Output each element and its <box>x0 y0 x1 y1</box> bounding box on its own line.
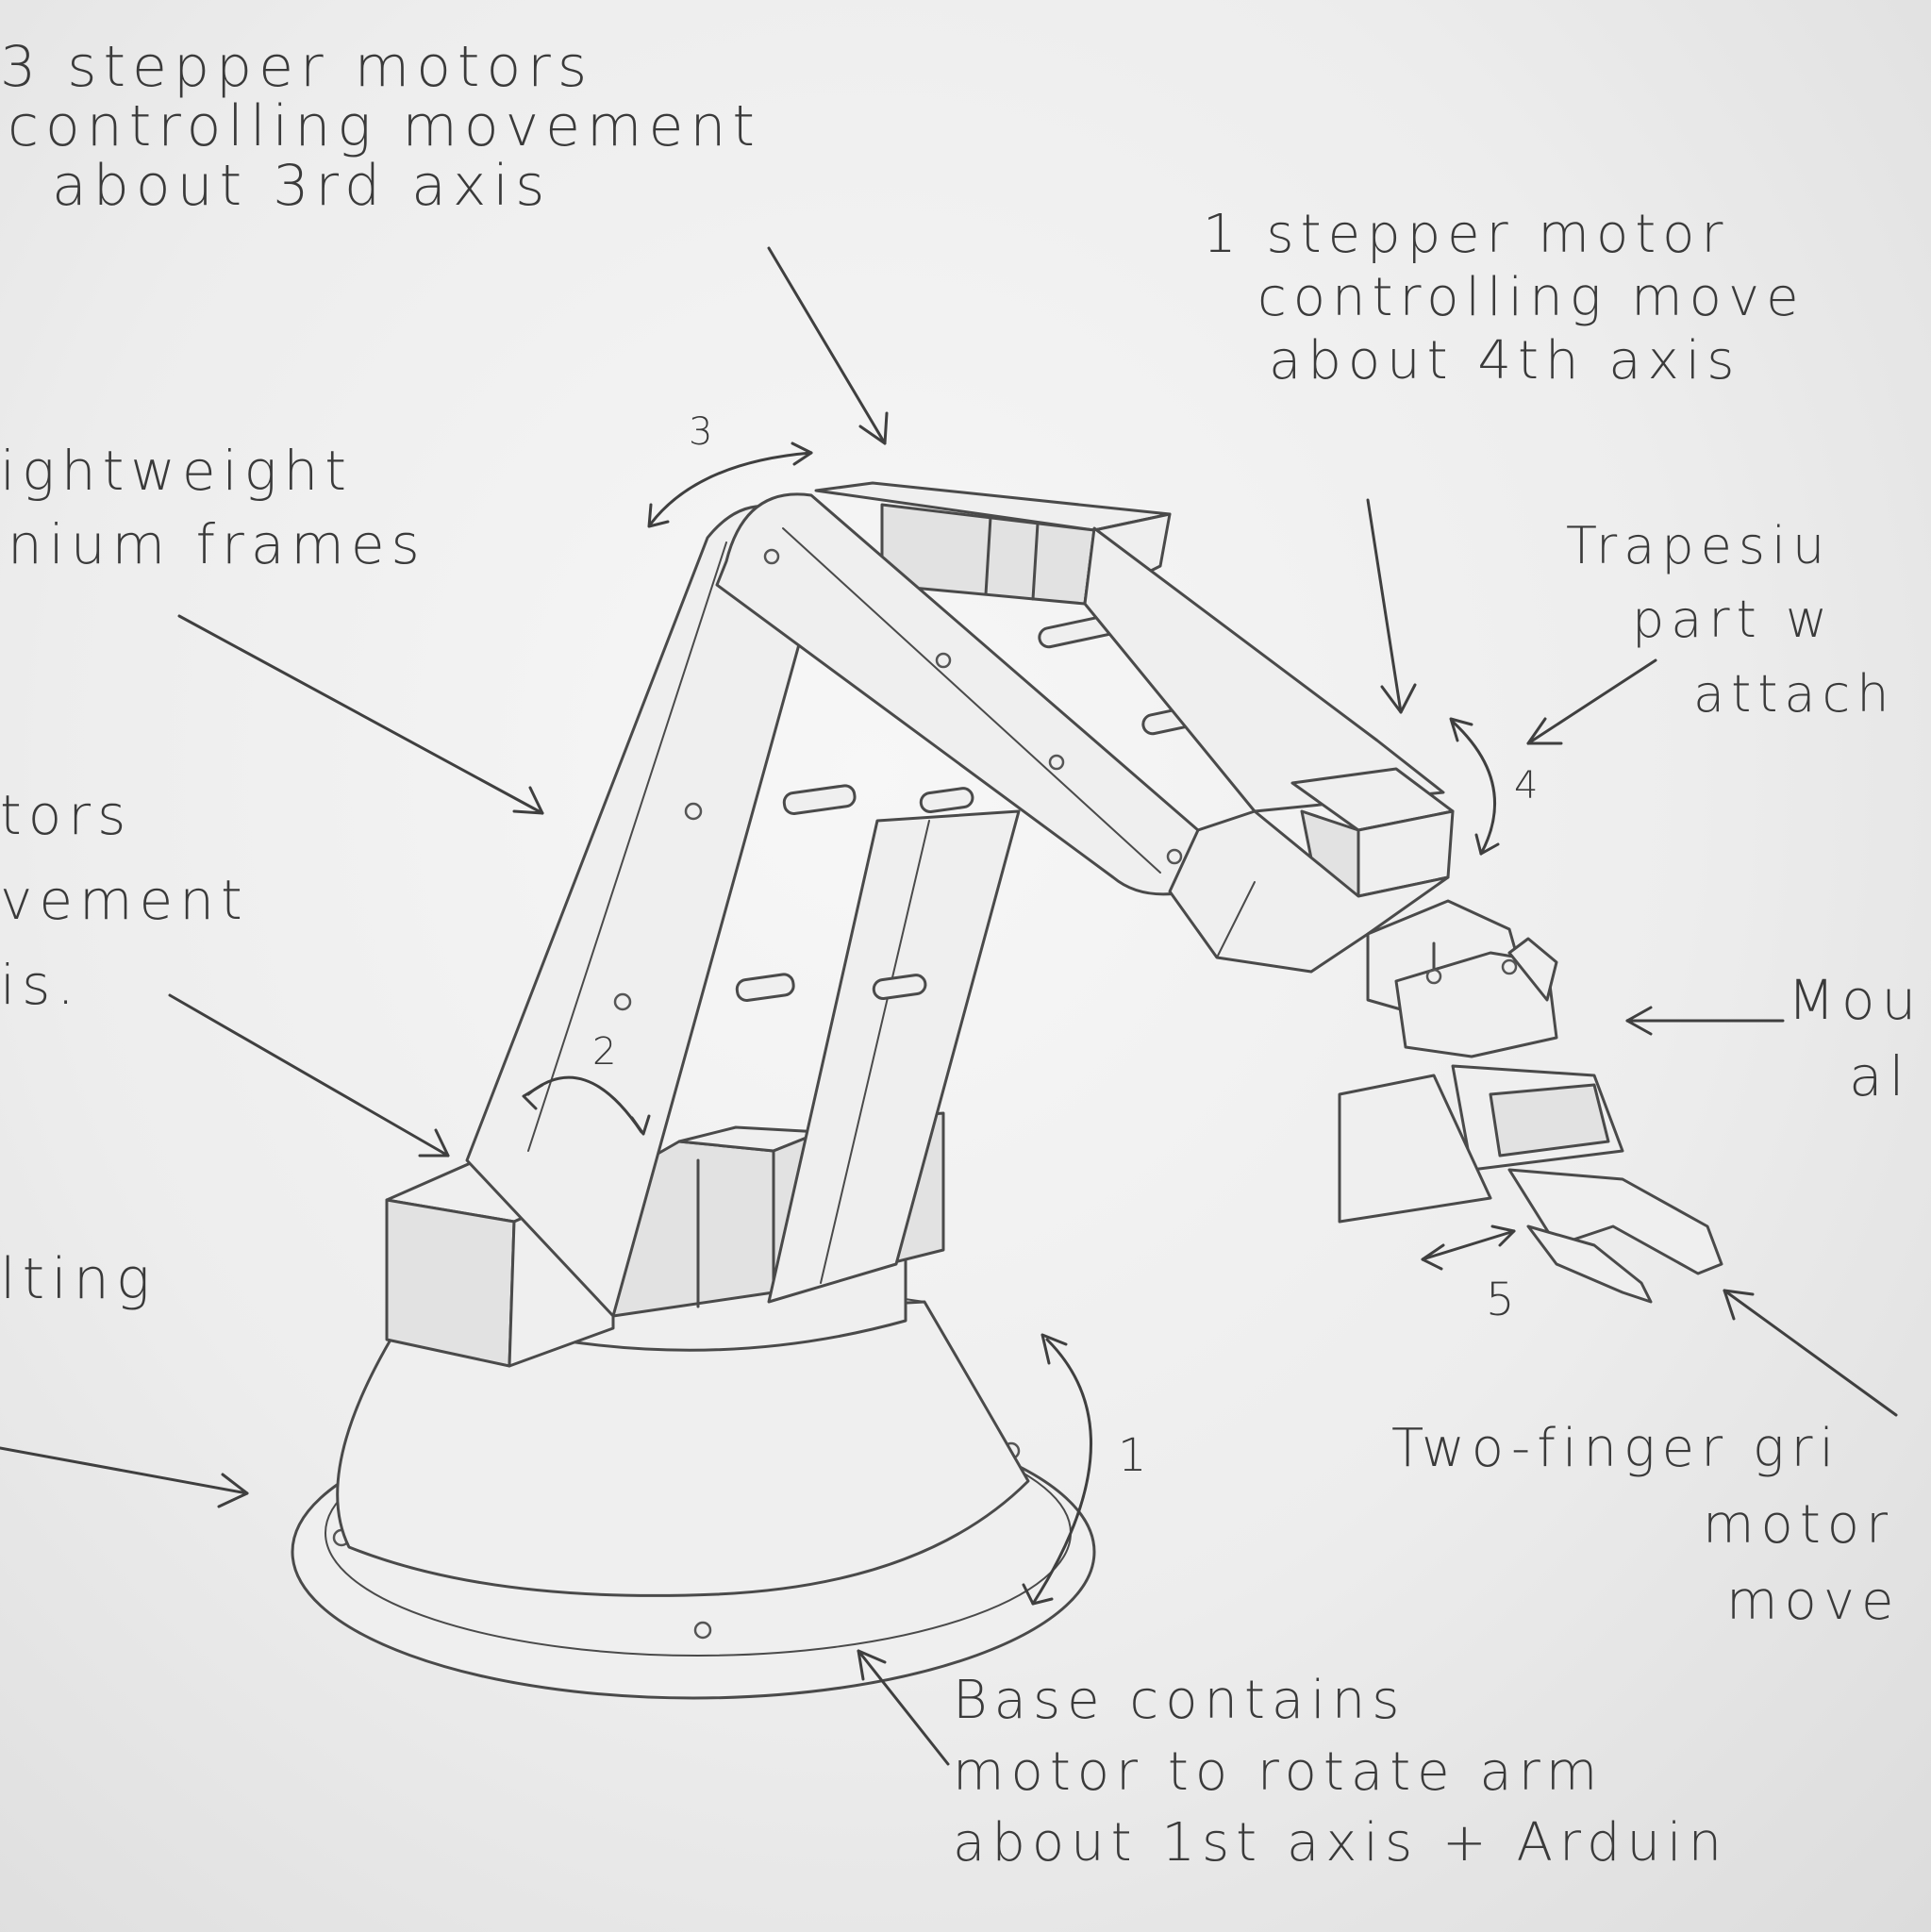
label-mount-line-2: al <box>1849 1039 1923 1115</box>
label-stepper-1-line-1: 1 stepper motor <box>1203 203 1806 266</box>
label-stepper-3-line-1: 3 stepper motors <box>0 38 761 97</box>
leader-mount <box>1627 1008 1783 1034</box>
label-base: Base contains motor to rotate arm about … <box>953 1665 1728 1879</box>
axis-number-1: 1 <box>1118 1429 1147 1482</box>
label-motors-left: tors vement is. <box>0 774 249 1028</box>
label-bolting: lting <box>0 1250 157 1309</box>
label-trapesium-line-2: part w <box>1632 583 1895 657</box>
label-stepper-3-line-2: controlling movement <box>8 97 761 157</box>
label-motors-left-line-2: vement <box>0 858 249 943</box>
leader-stepper-3 <box>769 248 887 443</box>
axis-number-3: 3 <box>689 410 712 454</box>
label-base-line-1: Base contains <box>953 1665 1728 1737</box>
label-trapesium-line-3: attach <box>1693 658 1895 731</box>
leader-bolting <box>0 1448 247 1507</box>
label-stepper-1-line-2: controlling move <box>1257 266 1806 329</box>
label-two-finger-line-1: Two-finger gri <box>1391 1410 1900 1487</box>
axis-5-arrow <box>1423 1226 1514 1269</box>
label-two-finger-line-2: motor <box>1703 1487 1900 1563</box>
label-two-finger-line-3: move <box>1726 1563 1900 1640</box>
leader-stepper-1 <box>1368 500 1415 712</box>
label-base-line-3: about 1st axis + Arduin <box>953 1807 1728 1879</box>
upper-arm-frame-right <box>769 811 1019 1302</box>
axis-number-2: 2 <box>592 1030 616 1074</box>
label-trapesium-line-1: Trapesiu <box>1566 509 1895 583</box>
label-base-line-2: motor to rotate arm <box>953 1737 1728 1808</box>
label-trapesium: Trapesiu part w attach <box>1566 509 1895 731</box>
label-stepper-1-line-3: about 4th axis <box>1269 329 1806 392</box>
label-mount-line-1: Mou <box>1788 962 1923 1039</box>
gripper-fingers <box>1509 1170 1722 1302</box>
label-stepper-1: 1 stepper motor controlling move about 4… <box>1203 203 1806 393</box>
label-mount: Mou al <box>1788 962 1923 1115</box>
axis-4-arrow <box>1451 719 1498 854</box>
label-lightweight-line-2: nium frames <box>8 508 426 581</box>
label-motors-left-line-1: tors <box>0 774 249 858</box>
label-motors-left-line-3: is. <box>0 943 249 1028</box>
label-stepper-3: 3 stepper motors controlling movement ab… <box>0 38 761 216</box>
label-two-finger: Two-finger gri motor move <box>1391 1410 1900 1641</box>
leader-two-finger <box>1724 1291 1896 1415</box>
label-lightweight: ightweight nium frames <box>0 434 426 582</box>
axis-number-5: 5 <box>1486 1274 1515 1326</box>
axis-number-4: 4 <box>1514 764 1538 808</box>
label-stepper-3-line-3: about 3rd axis <box>52 157 761 216</box>
label-bolting-line-1: lting <box>0 1250 157 1309</box>
label-lightweight-line-1: ightweight <box>0 434 426 508</box>
